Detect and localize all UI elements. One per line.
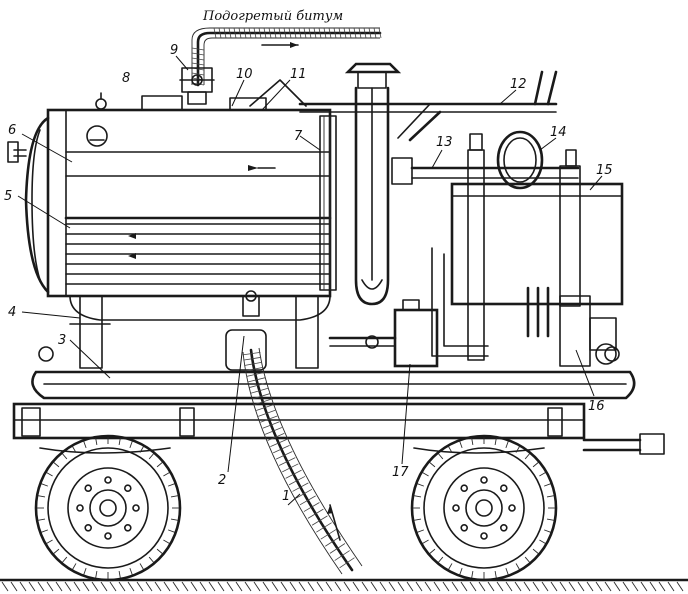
svg-text:4: 4 (8, 305, 16, 320)
callout-2: 2 (218, 335, 245, 488)
callout-10: 10 (231, 67, 253, 107)
pipe-12 (298, 70, 558, 142)
callout-8: 8 (122, 71, 130, 86)
svg-text:8: 8 (122, 71, 130, 86)
callout-14: 14 (539, 125, 567, 151)
svg-text:11: 11 (290, 67, 307, 82)
svg-text:16: 16 (588, 399, 605, 414)
svg-text:12: 12 (510, 77, 527, 92)
callout-6: 6 (8, 123, 73, 163)
svg-text:3: 3 (58, 333, 66, 348)
wheel-front (34, 434, 182, 582)
callout-13: 13 (431, 135, 453, 169)
svg-text:17: 17 (392, 465, 409, 480)
callout-5: 5 (4, 189, 71, 229)
callout-4: 4 (8, 305, 81, 320)
callout-9: 9 (170, 43, 189, 71)
wheel-tread (37, 437, 555, 579)
ground-line (0, 578, 688, 592)
svg-text:9: 9 (170, 43, 178, 58)
pump-17 (328, 299, 439, 368)
callout-11: 11 (249, 67, 307, 111)
wheel-bolts (76, 476, 516, 540)
callout-3: 3 (58, 333, 111, 379)
trailer-chassis (12, 402, 665, 455)
pressure-gauge-14 (496, 130, 544, 190)
callout-7: 7 (294, 129, 321, 151)
motor-16 (559, 295, 617, 367)
svg-text:10: 10 (236, 67, 253, 82)
pipe-13 (391, 157, 580, 185)
svg-text:1: 1 (282, 489, 290, 504)
wheel-rear (410, 434, 558, 582)
svg-text:6: 6 (8, 123, 16, 138)
svg-text:15: 15 (596, 163, 613, 178)
callout-15: 15 (589, 163, 613, 191)
tank-15 (431, 133, 624, 361)
svg-text:14: 14 (550, 125, 567, 140)
svg-text:13: 13 (436, 135, 453, 150)
top-feed-hose (191, 27, 382, 87)
frame-3 (31, 346, 636, 400)
callout-17: 17 (392, 363, 411, 480)
flow-arrow-top (261, 42, 299, 48)
inlet-fitting-2 (225, 290, 267, 371)
boiler-tank (7, 92, 337, 321)
chimney (344, 62, 402, 306)
callout-16: 16 (575, 349, 605, 414)
suction-hose-1 (242, 347, 363, 575)
svg-text:2: 2 (218, 473, 226, 488)
svg-text:5: 5 (4, 189, 12, 204)
svg-text:7: 7 (294, 129, 303, 144)
callout-1: 1 (282, 489, 301, 506)
caption-heated-bitumen: Подогретый битум (202, 9, 343, 24)
tank-supports (69, 295, 319, 369)
valve-9 (179, 67, 215, 105)
callout-12: 12 (499, 77, 527, 105)
